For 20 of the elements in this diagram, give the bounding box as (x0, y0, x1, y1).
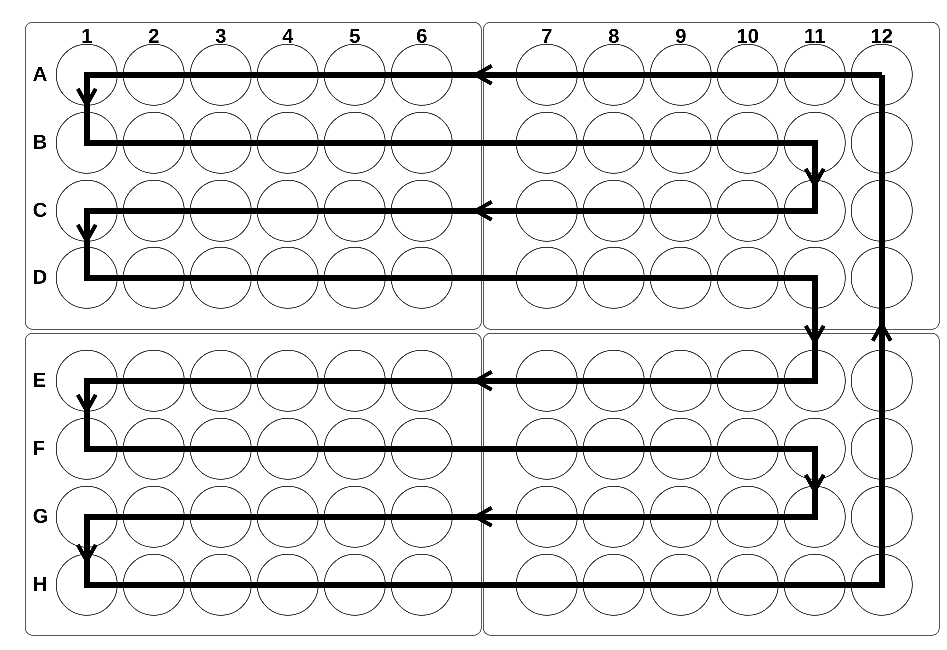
row-letter: A (33, 65, 48, 85)
column-number: 2 (148, 27, 160, 47)
column-number: 7 (541, 27, 553, 47)
column-number: 12 (870, 27, 894, 47)
column-number: 6 (416, 27, 428, 47)
row-letter: H (33, 575, 48, 595)
column-number: 9 (675, 27, 687, 47)
column-number: 1 (81, 27, 93, 47)
row-letter: F (33, 439, 46, 459)
column-number: 10 (736, 27, 760, 47)
column-number: 8 (608, 27, 620, 47)
column-number: 3 (215, 27, 227, 47)
row-letter: C (33, 201, 48, 221)
column-number: 11 (804, 27, 826, 47)
column-number: 4 (282, 27, 294, 47)
row-letter: G (33, 507, 49, 527)
row-letter: D (33, 268, 48, 288)
row-letter: B (33, 133, 48, 153)
column-number: 5 (349, 27, 361, 47)
row-letter: E (33, 371, 46, 391)
